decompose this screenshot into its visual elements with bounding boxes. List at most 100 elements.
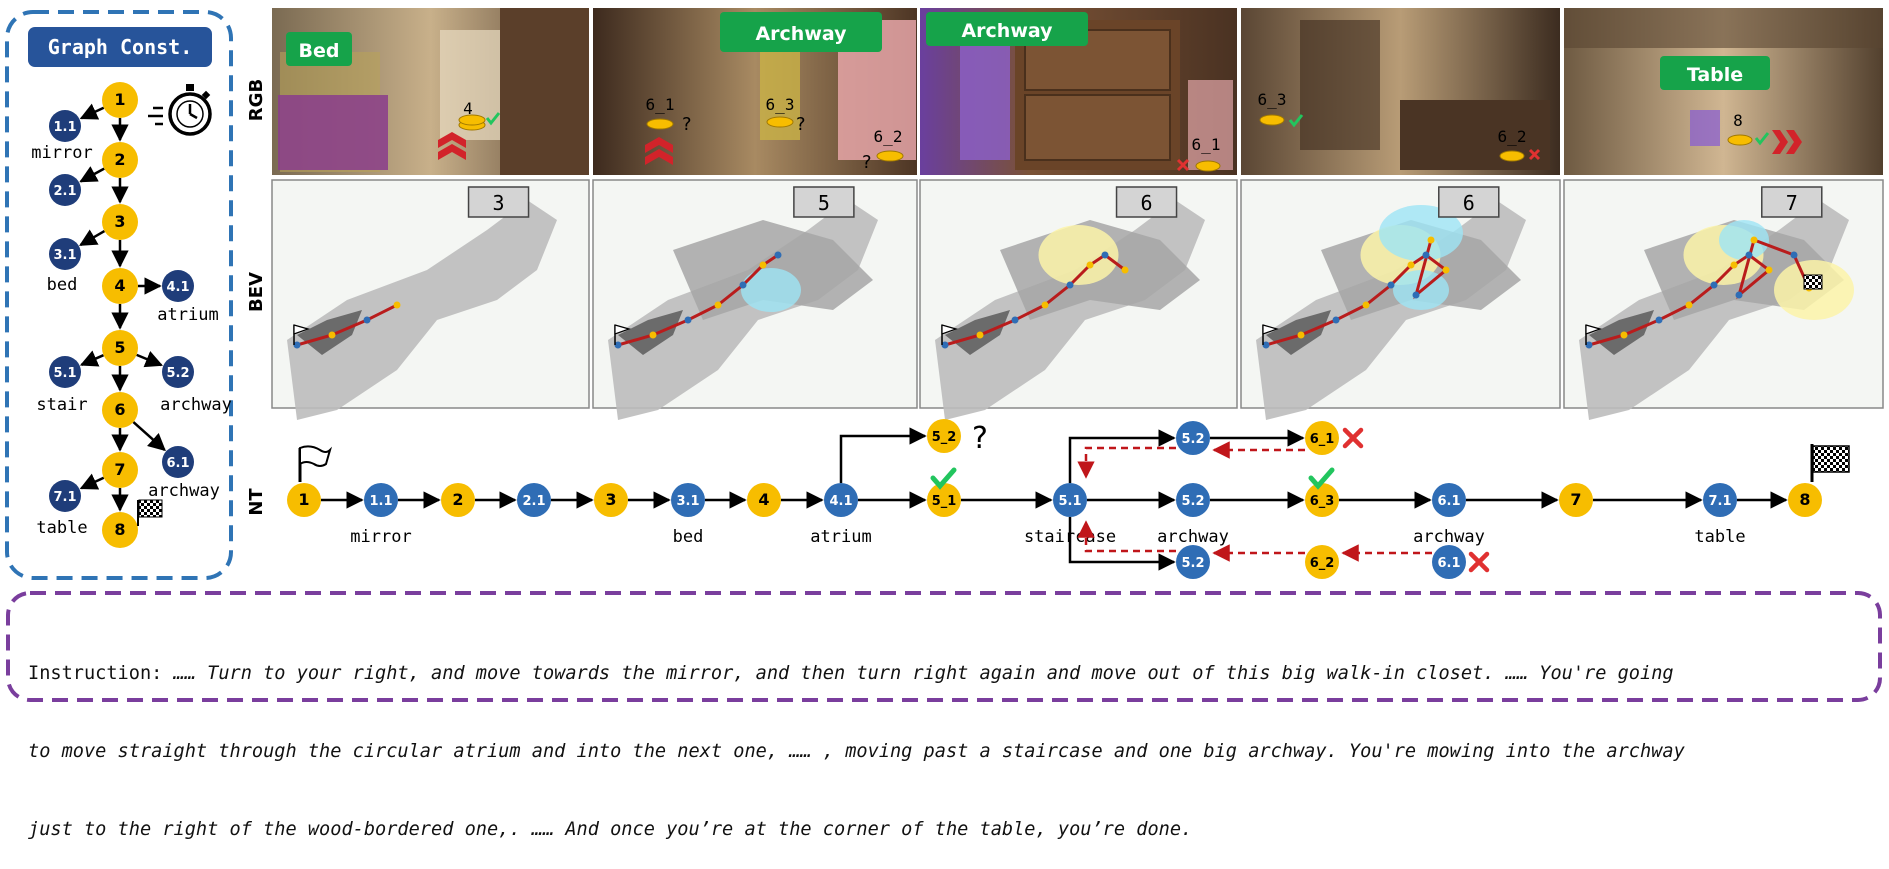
rgb-mark-6_3: 6_3 (766, 95, 795, 114)
cross-icon (1528, 148, 1541, 161)
direction-chevron-icon (438, 132, 466, 160)
nt-node-2: 2 (441, 483, 475, 517)
gc-node-6-1: 6.1 (162, 446, 194, 478)
nt-node-6_3: 6_3 (1305, 483, 1339, 517)
direction-chevron-icon (645, 137, 673, 165)
cross-icon (1342, 427, 1364, 449)
node-caption: atrium (157, 305, 218, 325)
check-icon (485, 112, 501, 126)
node-caption: archway (148, 481, 220, 501)
row-label-rgb: RGB (246, 79, 267, 121)
rgb-panel-3: Archway 6_1 (920, 8, 1237, 175)
gc-node-5: 5 (102, 330, 138, 366)
nt-node-6-1-label: 6.1 (1437, 494, 1460, 509)
instruction-line-2: to move straight through the circular at… (28, 741, 1685, 762)
finish-flag-icon (1810, 444, 1850, 482)
rgb-tag-archway-2 (926, 12, 1088, 46)
gc-node-6-label: 6 (114, 400, 125, 419)
gc-node-8: 8 (102, 512, 138, 548)
edge-arrow (839, 427, 927, 483)
nt-branch-5-2: 5.2 (1176, 421, 1210, 455)
edge-arrow (1068, 429, 1176, 483)
gc-node-5-2-label: 5.2 (166, 366, 189, 381)
question-icon: ? (796, 114, 806, 135)
rgb-mark-6_2: 6_2 (874, 127, 903, 146)
direction-chevron-icon (1772, 130, 1802, 154)
nt-node-7-1-label: 7.1 (1708, 494, 1731, 509)
rgb-mark-6_2-failed: 6_2 (1498, 127, 1527, 146)
step-counter: 3 (493, 191, 505, 215)
check-icon (1754, 132, 1770, 146)
nt-node-3-label: 3 (605, 490, 616, 509)
nt-node-7-1: 7.1 (1703, 483, 1737, 517)
nt-branch-5-2: 5.2 (1176, 545, 1210, 579)
nt-node-7: 7 (1559, 483, 1593, 517)
graph-const-title: Graph Const. (48, 35, 193, 59)
finish-flag-icon (137, 499, 163, 526)
gc-node-6-1-label: 6.1 (166, 456, 189, 471)
rgb-tag-archway-1-text: Archway (755, 23, 847, 45)
figure-canvas: Graph Const. 1 1.1 2 2.1 3 3.1 4 4.1 5 5.1 5.2 6 6.1… (5, 8, 1884, 702)
nt-node-3-1-label: 3.1 (676, 494, 699, 509)
question-icon: ? (862, 152, 872, 173)
step-counter-box (1438, 186, 1500, 218)
goal-flag-icon (1803, 274, 1823, 290)
node-caption: mirror (350, 527, 411, 547)
nt-node-4-1-label: 4.1 (829, 494, 852, 509)
edge-arrow-red (1077, 520, 1176, 553)
nt-branch-6-1-label: 6.1 (1437, 556, 1460, 571)
nt-node-1-1-label: 1.1 (369, 494, 392, 509)
row-label-nt: NT (246, 488, 267, 516)
step-counter: 6 (1141, 191, 1153, 215)
nt-node-8-label: 8 (1799, 490, 1810, 509)
gc-node-3: 3 (102, 204, 138, 240)
step-counter: 6 (1463, 191, 1475, 215)
gc-node-7-1: 7.1 (49, 480, 81, 512)
bev-panel-1: 3 (271, 179, 590, 420)
gc-node-1-1-label: 1.1 (53, 120, 76, 135)
nt-node-5-1: 5.1 (1053, 483, 1087, 517)
gc-node-7-1-label: 7.1 (53, 490, 76, 505)
edge-arrow (136, 351, 163, 368)
node-caption: archway (1157, 527, 1229, 547)
gc-node-5-1-label: 5.1 (53, 366, 76, 381)
gc-node-4-1-label: 4.1 (166, 280, 189, 295)
question-icon: ? (972, 421, 988, 456)
bev-panel-5: 7 (1563, 179, 1884, 420)
row-label-bev: BEV (246, 272, 267, 312)
gc-node-4-1: 4.1 (162, 270, 194, 302)
nt-branch-6_1: 6_1 (1305, 421, 1339, 455)
gc-node-4: 4 (102, 268, 138, 304)
bev-panel-3: 6 (919, 179, 1238, 420)
gc-node-3-1: 3.1 (49, 238, 81, 270)
check-icon (930, 467, 957, 490)
nt-node-1: 1 (287, 483, 321, 517)
node-caption: stair (36, 395, 87, 415)
gc-node-5-2: 5.2 (162, 356, 194, 388)
gc-node-2-1: 2.1 (49, 174, 81, 206)
nt-node-5-2: 5.2 (1176, 483, 1210, 517)
instruction-line-3: just to the right of the wood-bordered o… (28, 819, 1193, 840)
edge-arrow (132, 421, 166, 452)
nt-node-5-1-label: 5.1 (1058, 494, 1081, 509)
nt-branch-6-1: 6.1 (1432, 545, 1466, 579)
gc-node-2-1-label: 2.1 (53, 184, 76, 199)
nt-node-4: 4 (747, 483, 781, 517)
edge-arrow (79, 166, 105, 183)
rgb-panel-1: Bed 4 (272, 8, 589, 175)
trajectory-path (296, 303, 398, 347)
gc-node-1-label: 1 (114, 90, 125, 109)
graph-const-title-box (28, 27, 212, 67)
rgb-tag-bed-text: Bed (299, 40, 340, 62)
rgb-tag-archway-2-text: Archway (961, 20, 1053, 42)
stopwatch-icon (148, 84, 212, 136)
cross-icon (1176, 158, 1190, 172)
nt-branch-6_2: 6_2 (1305, 545, 1339, 579)
node-caption: bed (47, 275, 78, 295)
nt-branch-5_2-label: 5_2 (932, 430, 957, 445)
gc-node-7: 7 (102, 452, 138, 488)
nt-branch-5-2-label: 5.2 (1181, 556, 1204, 571)
